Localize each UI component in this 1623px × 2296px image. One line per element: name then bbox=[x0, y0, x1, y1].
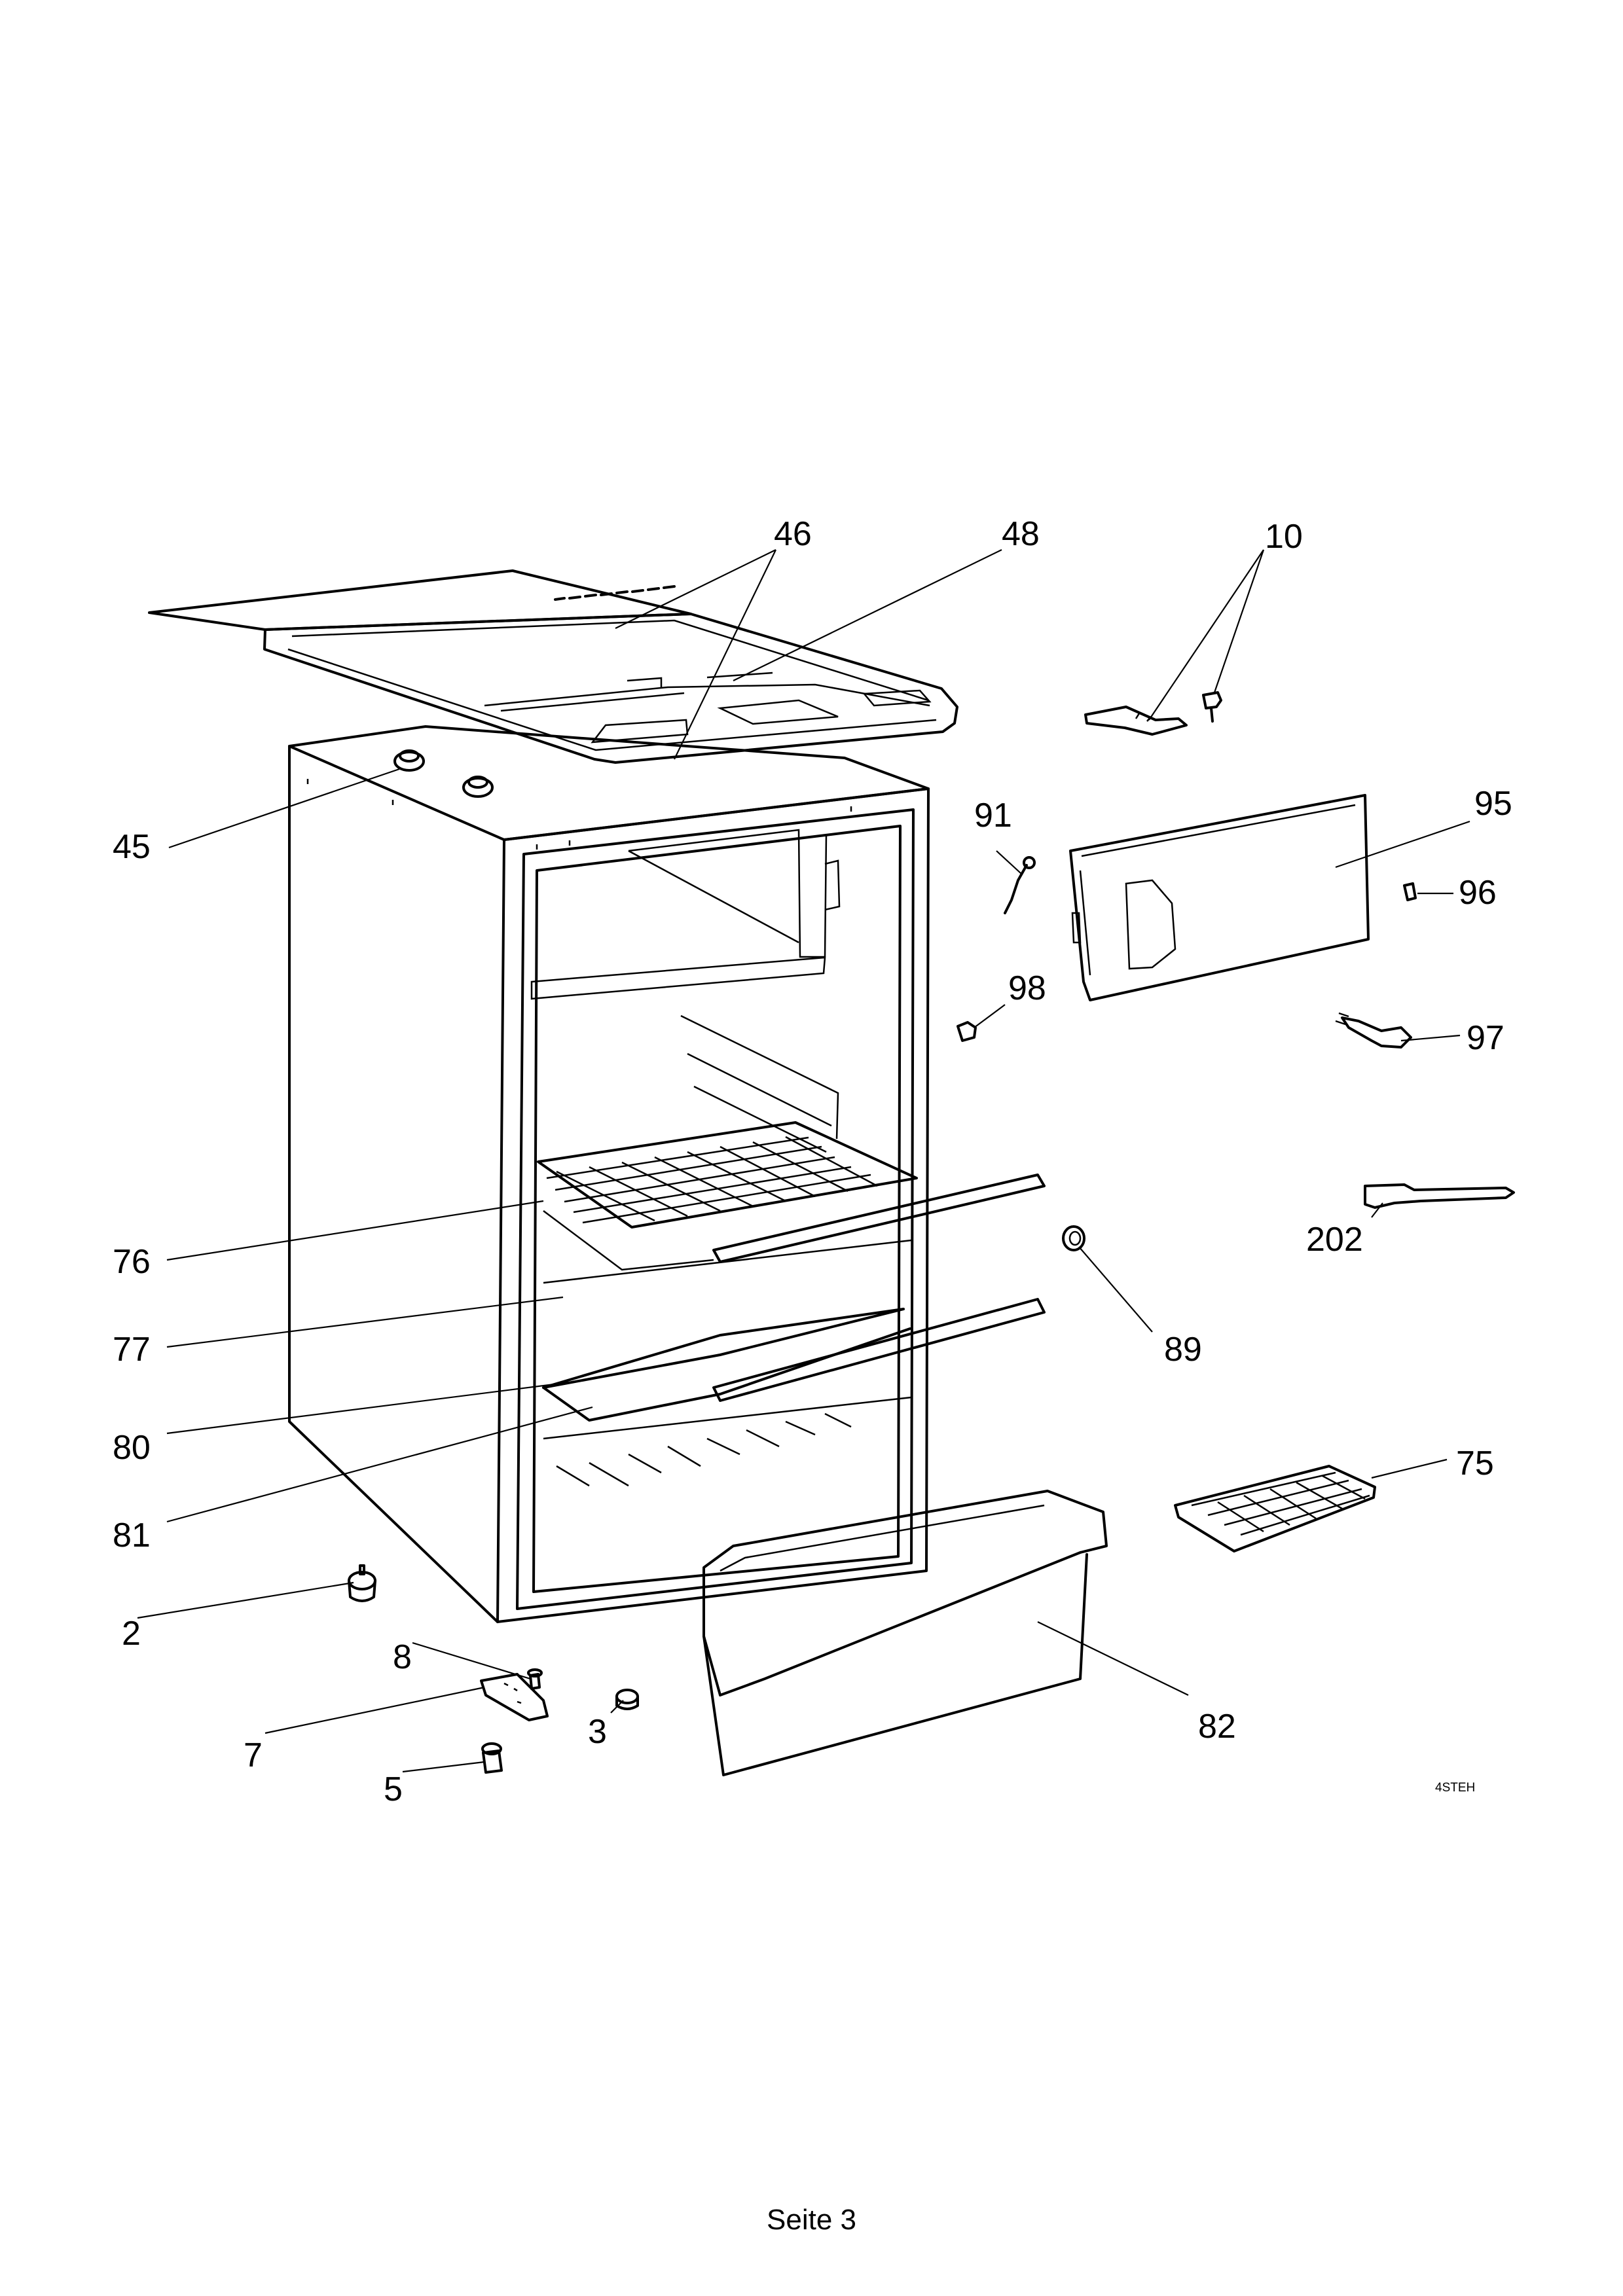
glass-shelf bbox=[542, 1298, 1046, 1422]
callout-10: 10 bbox=[1265, 518, 1303, 556]
callout-95: 95 bbox=[1474, 785, 1512, 823]
small-screw bbox=[527, 1668, 543, 1690]
callout-77: 77 bbox=[113, 1331, 151, 1369]
adjuster-foot bbox=[481, 1742, 503, 1774]
leader-lines bbox=[137, 549, 1470, 1773]
callout-7: 7 bbox=[244, 1736, 263, 1774]
hinge-bracket bbox=[480, 1673, 549, 1721]
callout-81: 81 bbox=[113, 1516, 151, 1554]
callout-3: 3 bbox=[588, 1713, 607, 1751]
freezer-compartment-door bbox=[1069, 794, 1370, 1001]
callout-76: 76 bbox=[113, 1243, 151, 1281]
callout-2: 2 bbox=[122, 1615, 141, 1653]
callout-5: 5 bbox=[384, 1770, 403, 1808]
callout-8: 8 bbox=[393, 1638, 412, 1676]
wire-shelf bbox=[537, 1121, 1046, 1271]
round-cap bbox=[1062, 1225, 1085, 1251]
door-bin bbox=[702, 1490, 1108, 1776]
small-plug bbox=[957, 1021, 977, 1042]
ice-cube-tray bbox=[1174, 1465, 1376, 1552]
callout-48: 48 bbox=[1002, 515, 1040, 553]
hinge-and-screw bbox=[1084, 691, 1222, 736]
page-footer: Seite 3 bbox=[767, 2204, 856, 2236]
callout-46: 46 bbox=[774, 515, 812, 553]
top-knobs bbox=[393, 749, 494, 798]
refrigerator-cabinet bbox=[288, 725, 930, 1623]
door-clip bbox=[1403, 882, 1417, 901]
callout-202: 202 bbox=[1306, 1221, 1363, 1259]
callout-45: 45 bbox=[113, 828, 151, 866]
top-cover-panel bbox=[148, 569, 958, 764]
adjustable-foot bbox=[348, 1564, 376, 1602]
ice-scraper bbox=[1364, 1183, 1515, 1209]
drawing-code: 4STEH bbox=[1435, 1781, 1476, 1795]
callout-91: 91 bbox=[974, 797, 1012, 834]
callout-75: 75 bbox=[1456, 1444, 1494, 1482]
callout-80: 80 bbox=[113, 1429, 151, 1467]
callout-82: 82 bbox=[1198, 1708, 1236, 1746]
callout-97: 97 bbox=[1467, 1019, 1504, 1057]
thermostat-sensor-cable bbox=[1004, 856, 1036, 914]
door-latch bbox=[1335, 1012, 1412, 1049]
spacer-ring bbox=[615, 1689, 639, 1710]
callout-98: 98 bbox=[1008, 969, 1046, 1007]
callout-89: 89 bbox=[1164, 1331, 1202, 1369]
callout-96: 96 bbox=[1459, 874, 1497, 912]
